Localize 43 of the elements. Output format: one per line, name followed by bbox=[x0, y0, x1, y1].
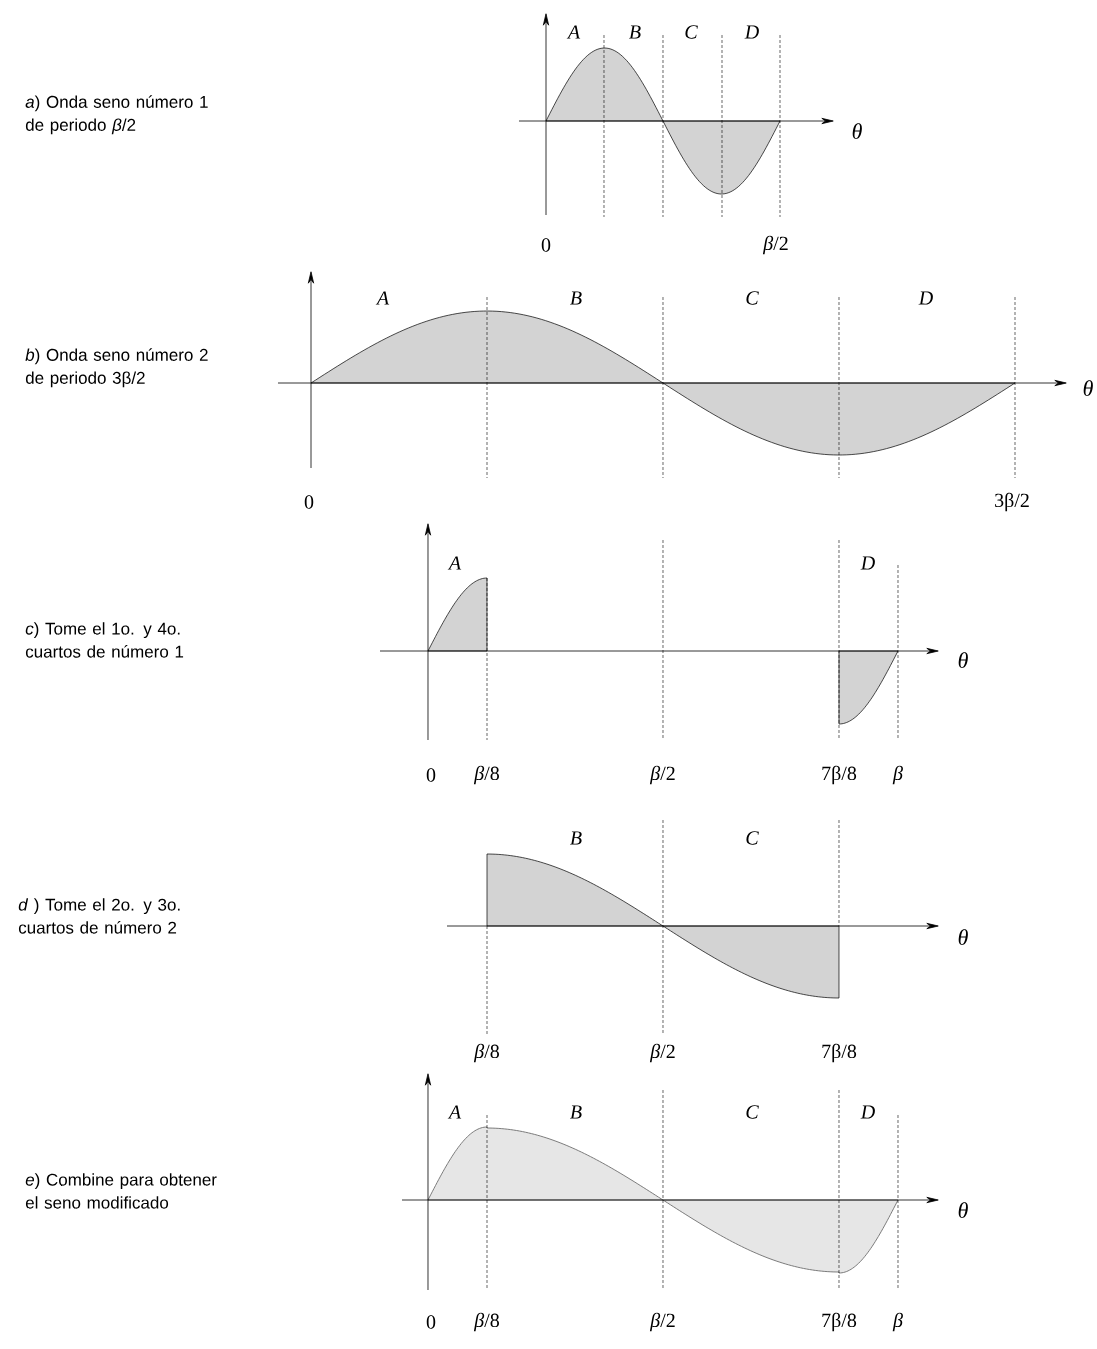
caption: a) Onda seno número 1 de periodo β/2 bbox=[25, 95, 208, 135]
region-letter: D bbox=[744, 25, 759, 39]
region-letter: B bbox=[629, 25, 641, 39]
region-letter: C bbox=[746, 1105, 759, 1119]
tick-label: β/8 bbox=[473, 765, 499, 785]
region-letter: C bbox=[746, 291, 759, 305]
axis-label: θ bbox=[1083, 380, 1093, 396]
region-letter: D bbox=[918, 291, 933, 305]
axis-label: θ bbox=[958, 929, 968, 945]
tick-label: 3β/2 bbox=[995, 492, 1029, 512]
region-letter: A bbox=[566, 25, 581, 39]
tick-label: β/8 bbox=[473, 1312, 499, 1332]
caption: d ) Tome el 2o. y 3o. cuartos de número 2 bbox=[18, 898, 180, 934]
tick-label: 0 bbox=[304, 495, 314, 509]
tick-label: β/2 bbox=[649, 1312, 675, 1332]
region-letter: C bbox=[685, 25, 698, 39]
caption: e) Combine para obtener el seno modificado bbox=[25, 1173, 217, 1209]
region-letter: C bbox=[746, 831, 759, 845]
tick-label: 7β/8 bbox=[822, 765, 857, 785]
tick-label: β bbox=[892, 765, 903, 785]
tick-label: 0 bbox=[426, 1315, 436, 1329]
tick-label: 7β/8 bbox=[822, 1043, 857, 1063]
region-letter: A bbox=[375, 291, 390, 305]
region-letter: A bbox=[447, 1105, 462, 1119]
axis-label: θ bbox=[958, 1202, 968, 1218]
region-letter: D bbox=[860, 556, 875, 570]
tick-label: β/2 bbox=[762, 235, 788, 255]
region-letter: A bbox=[447, 556, 462, 570]
tick-label: β/2 bbox=[649, 1043, 675, 1063]
tick-label: β bbox=[892, 1312, 903, 1332]
tick-label: β/8 bbox=[473, 1043, 499, 1063]
tick-label: β/2 bbox=[649, 765, 675, 785]
axis-label: θ bbox=[852, 123, 862, 139]
caption: c) Tome el 1o. y 4o. cuartos de número 1 bbox=[25, 622, 184, 658]
region-letter: B bbox=[570, 831, 582, 845]
region-letter: D bbox=[860, 1105, 875, 1119]
tick-label: 0 bbox=[426, 768, 436, 782]
tick-label: 7β/8 bbox=[822, 1312, 857, 1332]
tick-label: 0 bbox=[541, 238, 551, 252]
axis-label: θ bbox=[958, 652, 968, 668]
region-letter: B bbox=[570, 1105, 582, 1119]
caption: b) Onda seno número 2 de periodo 3β/2 bbox=[25, 348, 208, 388]
region-letter: B bbox=[570, 291, 582, 305]
